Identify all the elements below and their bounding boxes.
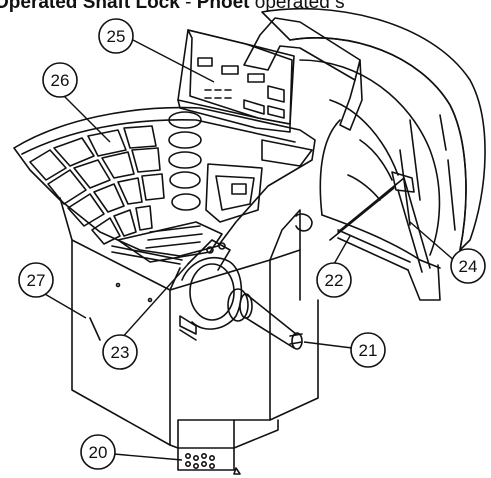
- cabinet-body: [59, 197, 319, 475]
- callout-21-label: 21: [359, 341, 378, 360]
- display-panel: [177, 29, 295, 133]
- callout-22: 22: [316, 262, 352, 298]
- wheel-guard: [261, 7, 486, 301]
- shaft-assembly: [179, 239, 303, 350]
- weight-tray: [13, 106, 316, 265]
- callout-21: 21: [350, 332, 386, 368]
- callout-26: 26: [42, 62, 78, 98]
- callout-22-label: 22: [325, 271, 344, 290]
- header-dash: -: [179, 0, 197, 13]
- callouts: 25 26 27 24 22 23 21 20: [18, 18, 486, 470]
- callout-25-label: 25: [107, 27, 126, 46]
- callout-23: 23: [102, 334, 138, 370]
- leader-lines: [37, 39, 457, 461]
- callout-24-label: 24: [459, 257, 478, 276]
- callout-20: 20: [80, 434, 116, 470]
- guard-arm: [243, 17, 431, 273]
- callout-23-label: 23: [111, 343, 130, 362]
- callout-24: 24: [450, 248, 486, 284]
- callout-27: 27: [18, 262, 54, 298]
- header-bold-text-2: Pnoet: [196, 0, 250, 13]
- header-bold-text: Operated Shaft Lock: [0, 0, 180, 13]
- callout-27-label: 27: [27, 271, 46, 290]
- callout-25: 25: [98, 18, 134, 54]
- callout-20-label: 20: [89, 443, 108, 462]
- callout-26-label: 26: [51, 71, 70, 90]
